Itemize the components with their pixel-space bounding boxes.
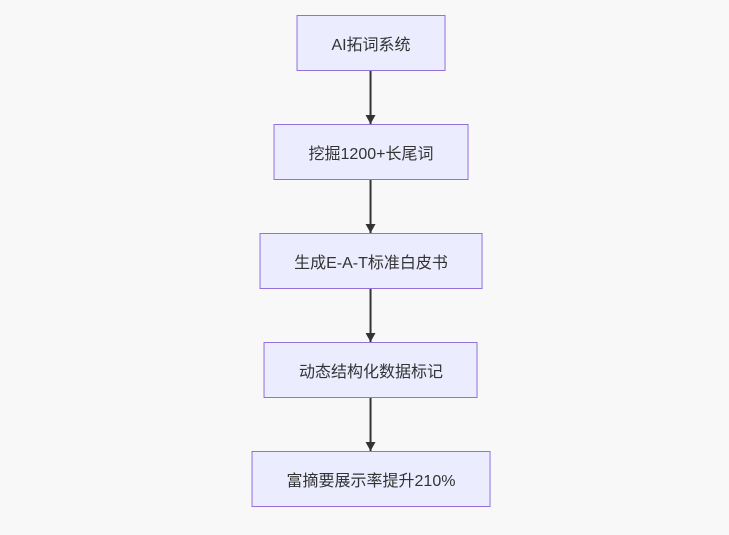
flow-node-label: 生成E-A-T标准白皮书 — [294, 255, 448, 272]
arrowhead-down-icon — [366, 224, 376, 233]
flow-node-rich-snippet-result: 富摘要展示率提升210% — [251, 451, 491, 507]
flowchart-column: AI拓词系统 挖掘1200+长尾词 生成E-A-T标准白皮书 动态结构化数据标记… — [251, 15, 491, 507]
edge-connector-1 — [366, 71, 376, 124]
flow-node-label: AI拓词系统 — [331, 37, 411, 54]
flow-node-ai-expansion: AI拓词系统 — [296, 15, 446, 71]
flow-node-longtail-mining: 挖掘1200+长尾词 — [273, 124, 469, 180]
edge-connector-2 — [366, 180, 376, 233]
flow-node-label: 动态结构化数据标记 — [298, 364, 443, 381]
arrowhead-down-icon — [366, 115, 376, 124]
flow-node-structured-data: 动态结构化数据标记 — [263, 342, 478, 398]
edge-connector-4 — [366, 398, 376, 451]
arrowhead-down-icon — [366, 333, 376, 342]
flow-node-label: 富摘要展示率提升210% — [286, 473, 456, 490]
edge-connector-3 — [366, 289, 376, 342]
arrowhead-down-icon — [366, 442, 376, 451]
flow-node-label: 挖掘1200+长尾词 — [308, 146, 434, 163]
flow-node-eat-whitepaper: 生成E-A-T标准白皮书 — [259, 233, 483, 289]
